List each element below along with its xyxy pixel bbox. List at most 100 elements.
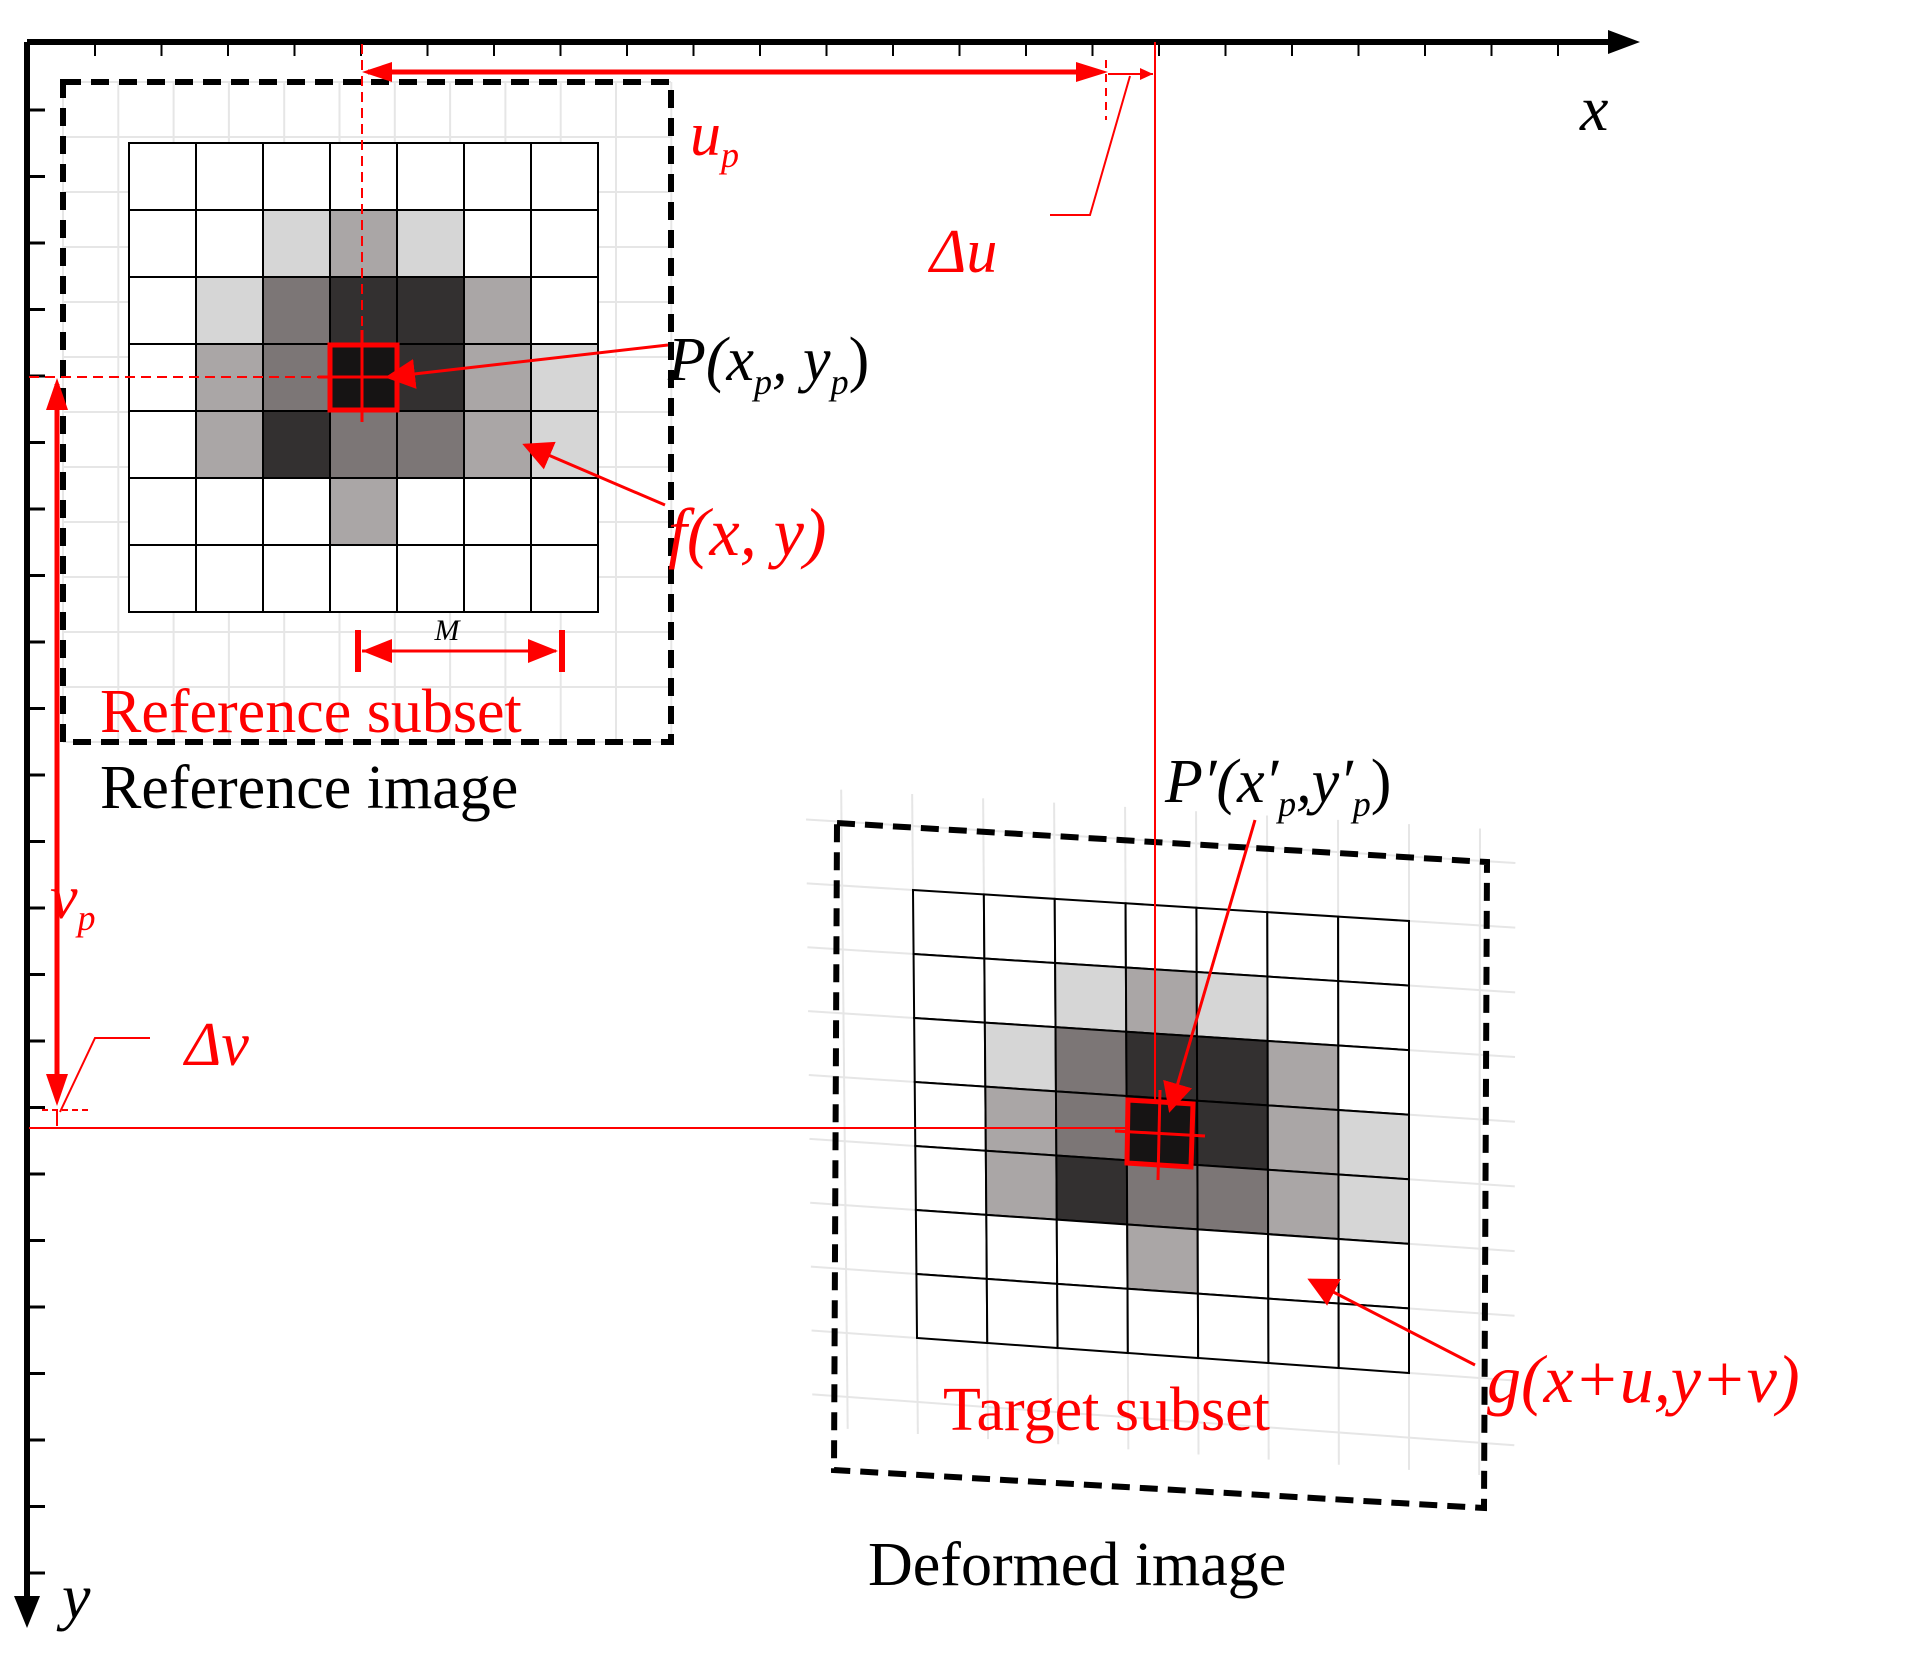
subset-pixel [1337,1044,1410,1116]
subset-pixel [1055,1154,1129,1226]
y-axis-ticks [27,108,45,1575]
f-function-label: f(x, y) [668,494,827,570]
subset-pixel [530,544,599,613]
subset-pixel [195,477,264,546]
subset-pixel [396,477,465,546]
y-axis-label: y [56,1561,91,1632]
subset-pixel [982,893,1057,965]
subset-pixel [329,544,398,613]
subset-pixel [985,1213,1059,1285]
p-point-label: P(xp, yp) [667,326,869,402]
subset-pixel [1196,1292,1270,1365]
subset-pixel [128,410,197,479]
subset-pixel [463,544,532,613]
subset-pixel [985,1277,1059,1350]
reference-subset-grid [128,142,599,613]
subset-pixel [262,544,331,613]
subset-pixel [262,477,331,546]
subset-pixel [396,544,465,613]
subset-pixel [1195,1035,1269,1107]
subset-pixel [984,1085,1058,1157]
vp-label: vp [50,864,96,938]
subset-pixel [463,477,532,546]
subset-pixel [983,957,1057,1029]
subset-pixel [262,142,331,211]
subset-pixel [1054,1090,1128,1162]
subset-pixel [1195,906,1269,978]
subset-pixel [1267,1297,1340,1370]
deformed-image-label: Deformed image [868,1531,1286,1599]
subset-pixel [1337,915,1410,987]
du-dimension [1050,68,1153,216]
target-center-marker [1114,1089,1206,1181]
subset-pixel [530,477,599,546]
subset-pixel [1054,1026,1128,1098]
p-prime-pointer-arrow [1163,819,1257,1113]
subset-pixel [1337,979,1410,1052]
up-dimension-arrow [362,60,1108,120]
x-axis-label: x [1579,73,1608,144]
coordinate-axes [14,30,1640,1628]
dv-dimension [56,1037,150,1126]
subset-pixel [195,209,264,278]
subset-pixel [195,276,264,345]
subset-pixel [915,1272,989,1345]
subset-pixel [1267,1233,1340,1305]
subset-pixel [1056,1282,1129,1355]
subset-pixel [1337,1108,1410,1181]
subset-pixel [128,142,197,211]
subset-pixel [396,209,465,278]
reference-subset-label: Reference subset [100,678,522,746]
subset-pixel [984,1149,1058,1221]
subset-pixel [530,276,599,345]
subset-pixel [913,1080,987,1152]
reference-image-border [60,79,674,745]
ghost-grid-line [1478,828,1481,1475]
subset-pixel [396,410,465,479]
y-axis-arrowhead [14,1596,40,1628]
m-dimension-arrow [355,630,565,672]
subset-pixel [262,410,331,479]
subset-pixel [1124,966,1198,1038]
f-pointer-arrow [522,441,666,507]
dv-label: Δv [182,1011,249,1079]
subset-pixel [914,1144,988,1216]
subset-pixel [911,888,986,960]
subset-pixel [1266,975,1340,1047]
subset-pixel [1266,1104,1340,1176]
subset-pixel [530,142,599,211]
subset-pixel [128,276,197,345]
subset-pixel [1125,1030,1199,1102]
subset-pixel [329,209,398,278]
subset-pixel [1266,911,1340,983]
subset-pixel [1125,1159,1199,1231]
subset-pixel [913,1016,987,1088]
subset-pixel [195,544,264,613]
subset-pixel [1266,1039,1340,1112]
deformed-image-border [830,819,1491,1512]
ghost-grid-line [840,789,849,1429]
p-prime-point-label: P′(x′p,y′p) [1164,748,1391,824]
subset-pixel [1266,1168,1340,1241]
subset-pixel [329,477,398,546]
g-function-label: g(x+u,y+v) [1487,1341,1800,1417]
subset-pixel [1126,1223,1199,1295]
subset-pixel [128,477,197,546]
subset-pixel [912,952,986,1024]
m-label: M [434,614,462,647]
subset-pixel [914,1208,988,1280]
du-label: Δu [927,218,997,286]
subset-pixel [463,410,532,479]
subset-pixel [195,142,264,211]
subset-pixel [530,410,599,479]
x-axis-ticks [94,42,1559,56]
subset-pixel [262,276,331,345]
subset-pixel [463,343,532,412]
subset-pixel [1053,897,1127,969]
target-subset-label: Target subset [943,1376,1270,1444]
subset-pixel [1126,1287,1200,1360]
subset-pixel [329,142,398,211]
subset-pixel [463,209,532,278]
subset-pixel [1337,1237,1410,1310]
